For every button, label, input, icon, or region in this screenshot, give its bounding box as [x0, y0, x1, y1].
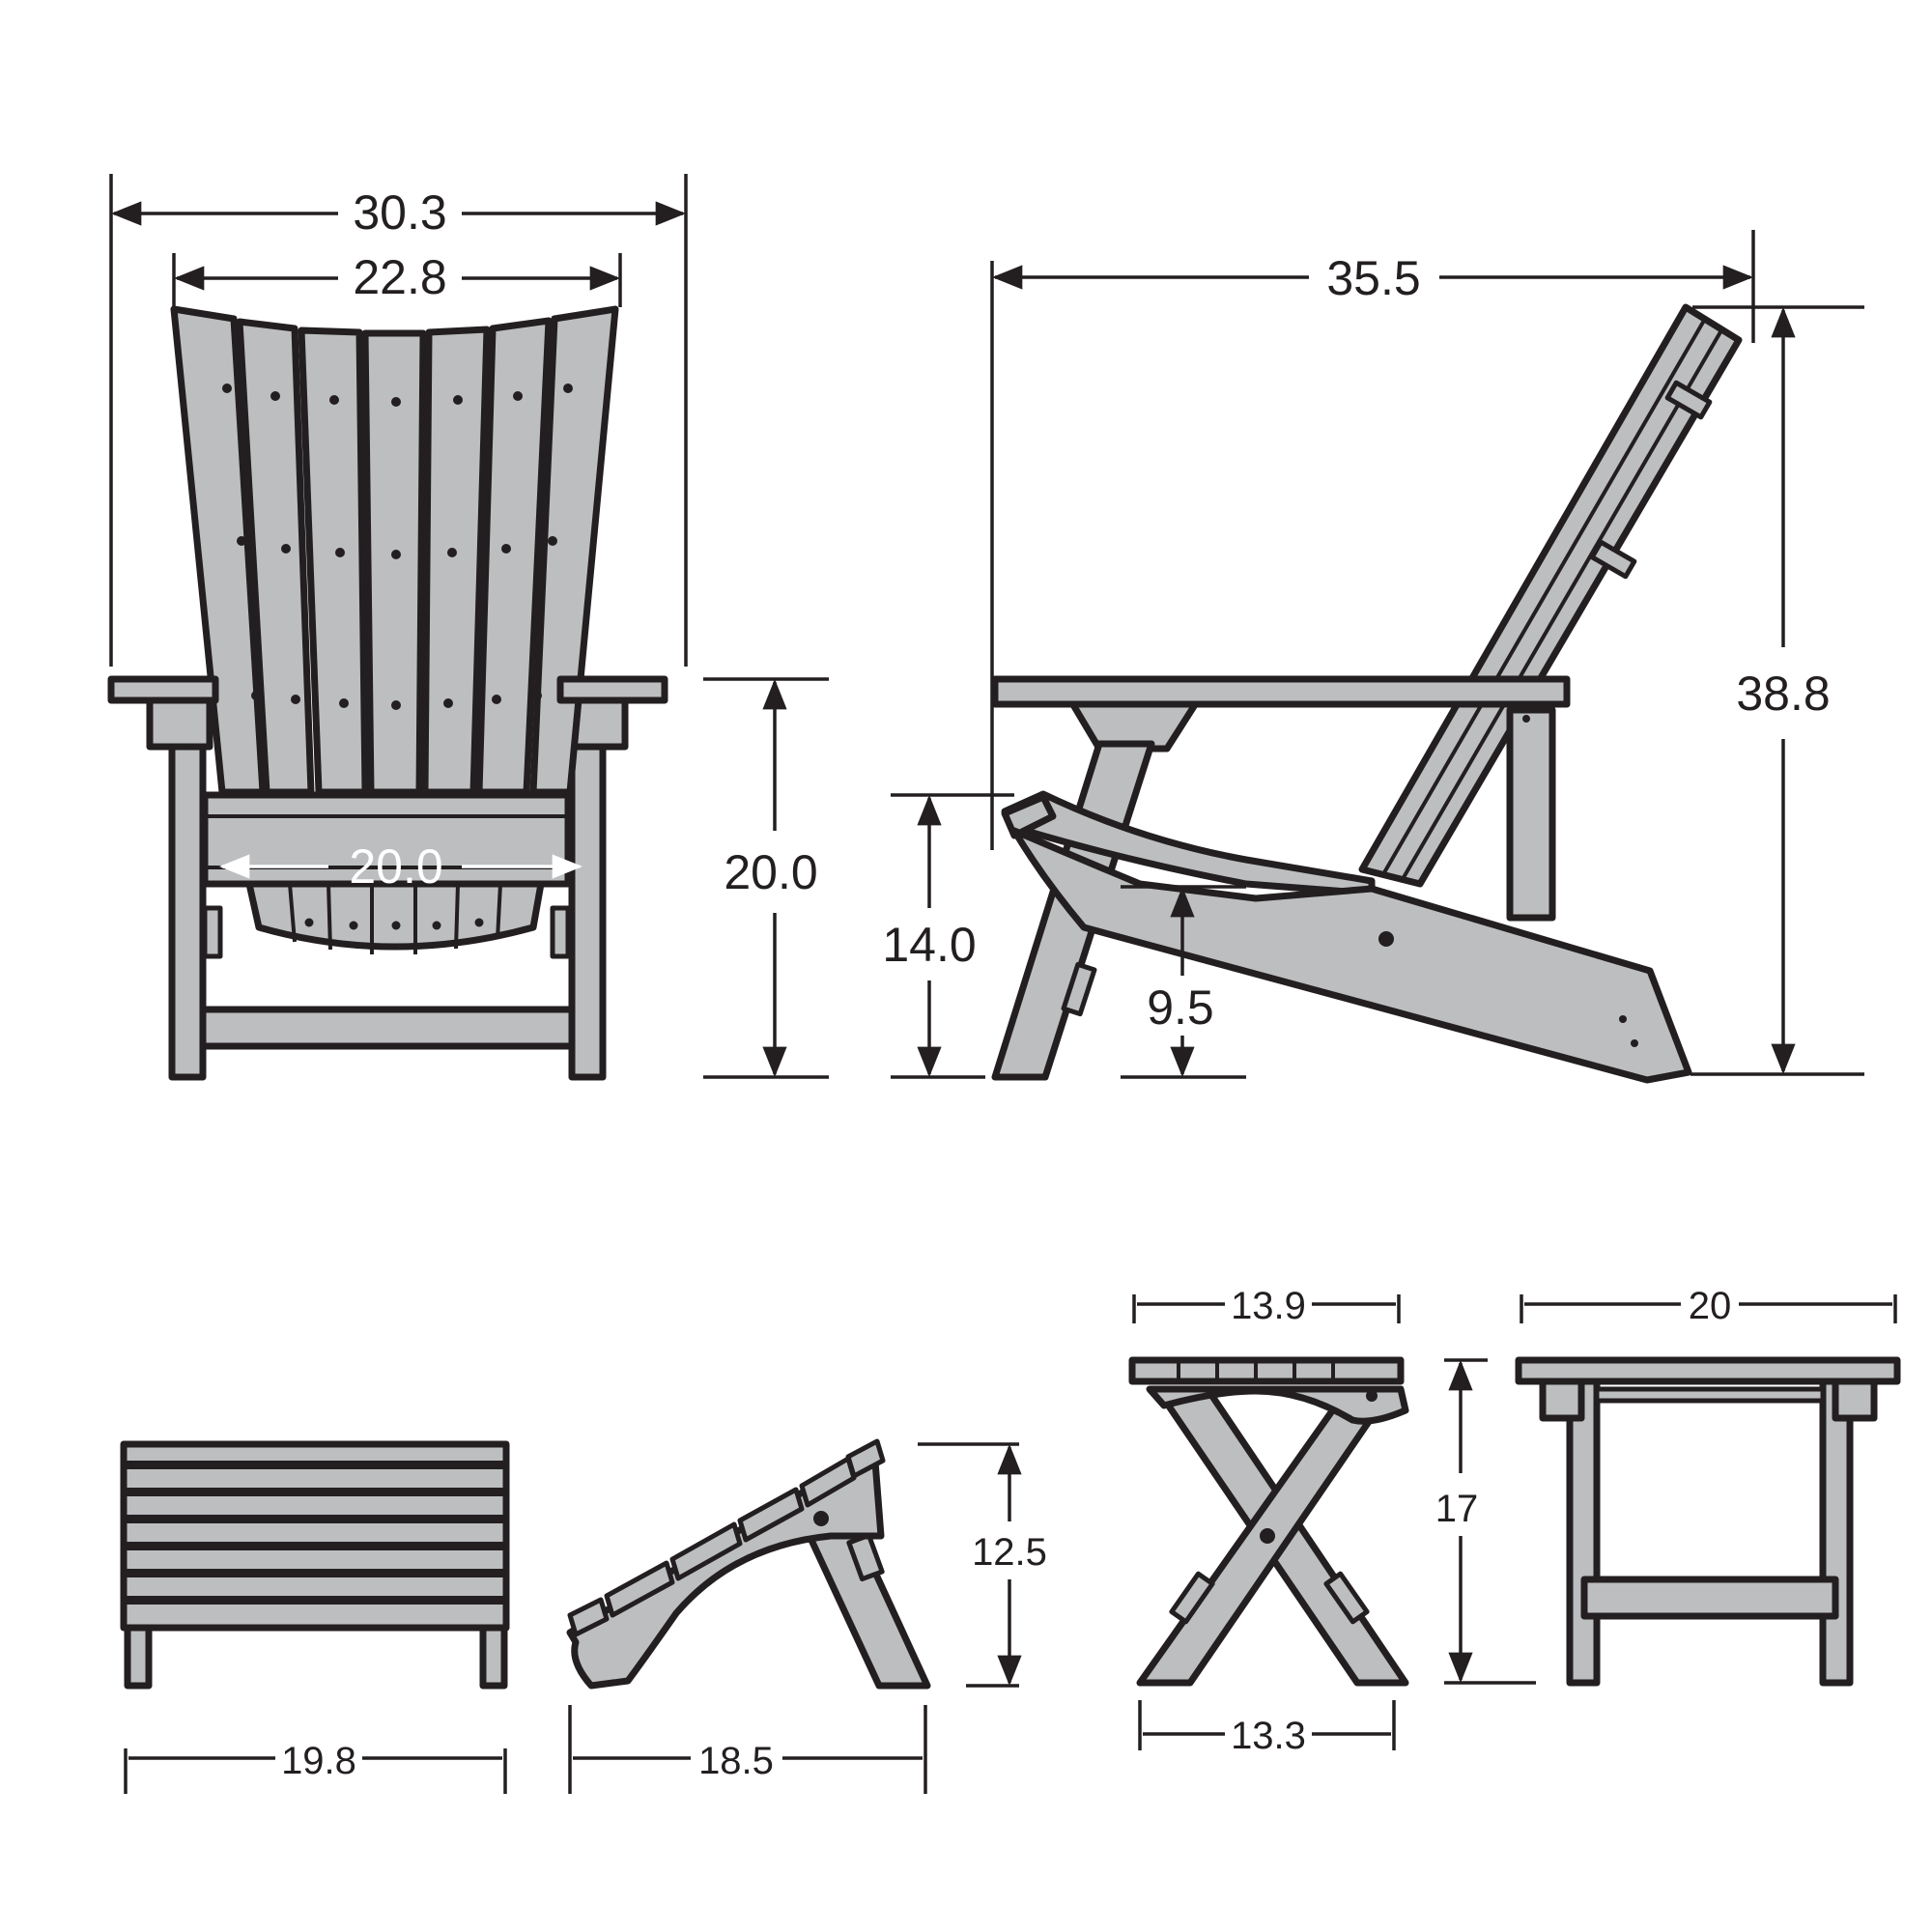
label-back-width: 22.8	[353, 250, 446, 304]
side-runner	[1010, 827, 1692, 1084]
arm-left	[107, 675, 219, 704]
label-rear-seat-height: 9.5	[1147, 980, 1214, 1035]
label-table-top-depth: 13.9	[1231, 1285, 1306, 1327]
dim-front-seat-height: 14.0	[882, 793, 1014, 1079]
label-ottoman-width: 19.8	[281, 1740, 356, 1782]
label-front-seat-height: 14.0	[882, 918, 976, 972]
dim-table-base-depth: 13.3	[1138, 1700, 1396, 1757]
label-depth: 35.5	[1326, 251, 1420, 305]
dim-total-height: 38.8	[1690, 305, 1864, 1076]
label-table-height: 17	[1435, 1488, 1479, 1530]
dim-seat-width: 20.0	[218, 839, 583, 894]
chair-side-view: 35.5 38.8 14.0 9.5	[882, 230, 1864, 1084]
front-lower-rail	[199, 1006, 576, 1050]
dim-arm-height: 20.0	[703, 677, 829, 1079]
front-leg-right	[568, 706, 607, 1081]
label-table-base-depth: 13.3	[1231, 1715, 1306, 1757]
chair-front-view: 30.3 22.8 20.0 20.0	[107, 174, 829, 1081]
dim-ottoman-depth: 18.5	[568, 1705, 927, 1794]
label-total-height: 38.8	[1736, 667, 1830, 721]
ottoman-side-view: 12.5 18.5	[566, 1438, 1047, 1794]
dim-overall-width: 30.3	[109, 174, 688, 667]
arm-right	[556, 675, 668, 704]
rear-leg	[1506, 706, 1556, 922]
dim-back-width: 22.8	[172, 250, 622, 307]
dim-table-width: 20	[1520, 1285, 1897, 1327]
side-table-front-view: 20	[1515, 1285, 1901, 1687]
dim-ottoman-height: 12.5	[918, 1442, 1047, 1688]
front-leg-left	[168, 706, 207, 1081]
label-arm-height: 20.0	[724, 845, 817, 899]
dim-table-top-depth: 13.9	[1132, 1285, 1401, 1327]
label-table-width: 20	[1689, 1285, 1732, 1327]
dim-rear-seat-height: 9.5	[1121, 885, 1246, 1079]
side-arm	[991, 675, 1571, 708]
dim-table-height: 17	[1435, 1358, 1536, 1685]
label-overall-width: 30.3	[353, 185, 446, 240]
ottoman-top-view: 19.8	[120, 1440, 510, 1794]
back-rest	[1358, 303, 1743, 888]
label-seat-width: 20.0	[349, 839, 442, 894]
label-ottoman-depth: 18.5	[698, 1740, 774, 1782]
side-table-side-view: 13.9 13.3 17	[1128, 1285, 1536, 1757]
dim-ottoman-width: 19.8	[124, 1740, 507, 1794]
dim-depth: 35.5	[990, 230, 1755, 850]
label-ottoman-height: 12.5	[972, 1531, 1047, 1574]
